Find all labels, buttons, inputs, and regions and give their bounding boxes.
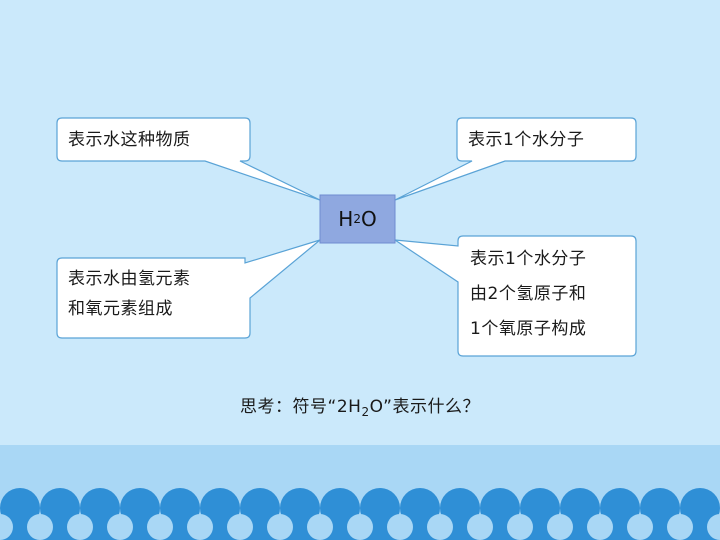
wave-scallop: [187, 514, 213, 540]
wave-scallop: [627, 514, 653, 540]
wave-scallop: [667, 514, 693, 540]
wave-scallop: [547, 514, 573, 540]
wave-scallop: [387, 514, 413, 540]
formula-base: H: [338, 207, 354, 231]
question-suffix: O”表示什么？: [369, 397, 480, 417]
wave-scallop: [0, 514, 13, 540]
question-prefix: 思考：符号“2H: [240, 397, 362, 417]
wave-scallop: [507, 514, 533, 540]
wave-scallop: [267, 514, 293, 540]
wave-scallop: [147, 514, 173, 540]
formula-subscript: 2: [353, 212, 361, 226]
callout-bottom-left-text: 表示水由氢元素 和氧元素组成: [68, 264, 191, 324]
callout-bottom-right-text: 表示1个水分子 由2个氢原子和 1个氧原子构成: [470, 242, 586, 347]
formula-tail: O: [360, 207, 377, 231]
callout-top-right-shape: [394, 117, 637, 201]
callout-top-left-shape: [56, 117, 321, 201]
question-text: 思考：符号“2H2O”表示什么？: [0, 392, 720, 419]
callout-bottom-right-line: 由2个氢原子和: [470, 284, 587, 304]
question-subscript: 2: [361, 405, 370, 419]
formula-box-shape: [319, 194, 396, 244]
wave-scallop: [427, 514, 453, 540]
callout-top-left-text: 表示水这种物质: [68, 130, 191, 150]
wave-scallop: [27, 514, 53, 540]
wave-scallop: [107, 514, 133, 540]
callout-bottom-right-shape: [394, 235, 637, 357]
wave-scallop: [467, 514, 493, 540]
callout-bottom-left-shape: [56, 239, 321, 339]
wave-scallop: [707, 514, 720, 540]
callout-bottom-left-line: 和氧元素组成: [68, 299, 173, 319]
callout-top-right-text: 表示1个水分子: [468, 130, 585, 150]
wave-scallop: [307, 514, 333, 540]
wave-decoration: [0, 488, 720, 540]
wave-scallop: [587, 514, 613, 540]
wave-scallop: [67, 514, 93, 540]
wave-scallop: [347, 514, 373, 540]
wave-scallop: [227, 514, 253, 540]
callout-bottom-right-line: 表示1个水分子: [470, 249, 587, 269]
callout-bottom-left-line: 表示水由氢元素: [68, 269, 191, 289]
callout-bottom-right-line: 1个氧原子构成: [470, 319, 587, 339]
